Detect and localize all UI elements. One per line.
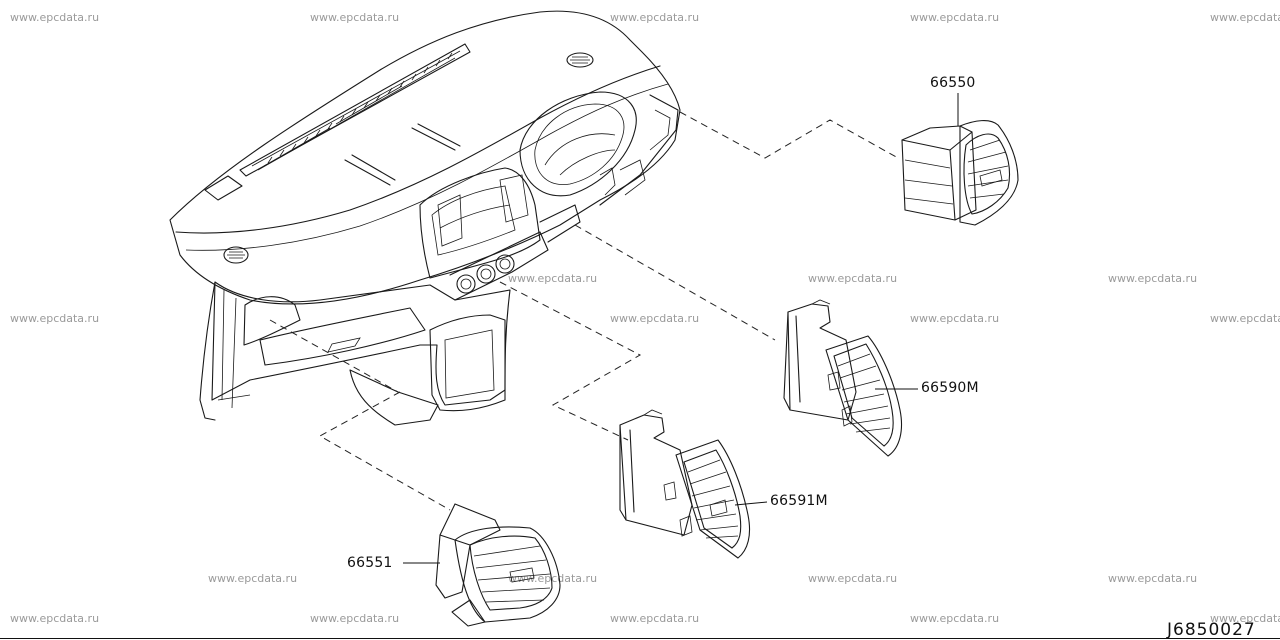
watermark: www.epcdata.ru bbox=[610, 312, 700, 325]
part-label-66550: 66550 bbox=[930, 75, 976, 91]
part-label-66590m: 66590M bbox=[921, 380, 979, 396]
watermark: www.epcdata.ru bbox=[910, 312, 1000, 325]
document-code: J6850027 bbox=[1167, 620, 1256, 640]
vent-66550-drawing bbox=[901, 120, 1019, 226]
watermark: www.epcdata.ru bbox=[310, 612, 400, 625]
vent-66590m-drawing bbox=[783, 299, 903, 457]
part-label-66551: 66551 bbox=[347, 555, 393, 571]
watermark: www.epcdata.ru bbox=[1210, 312, 1280, 325]
watermark: www.epcdata.ru bbox=[808, 572, 898, 585]
watermark: www.epcdata.ru bbox=[10, 11, 100, 24]
watermark: www.epcdata.ru bbox=[1210, 612, 1280, 625]
label-leader-lines bbox=[403, 93, 959, 564]
vent-66591m-drawing bbox=[619, 409, 751, 559]
watermark: www.epcdata.ru bbox=[310, 11, 400, 24]
watermark: www.epcdata.ru bbox=[610, 612, 700, 625]
watermark: www.epcdata.ru bbox=[910, 11, 1000, 24]
watermark: www.epcdata.ru bbox=[1108, 572, 1198, 585]
watermark: www.epcdata.ru bbox=[1108, 272, 1198, 285]
watermark: www.epcdata.ru bbox=[10, 612, 100, 625]
vent-66551-drawing bbox=[435, 503, 561, 627]
watermark: www.epcdata.ru bbox=[910, 612, 1000, 625]
watermark: www.epcdata.ru bbox=[10, 312, 100, 325]
watermark: www.epcdata.ru bbox=[610, 11, 700, 24]
watermark: www.epcdata.ru bbox=[1210, 11, 1280, 24]
dashed-leader-lines bbox=[269, 111, 899, 511]
part-label-66591m: 66591M bbox=[770, 493, 828, 509]
watermark: www.epcdata.ru bbox=[808, 272, 898, 285]
watermark: www.epcdata.ru bbox=[508, 272, 598, 285]
instrument-panel-drawing bbox=[169, 10, 681, 426]
watermark: www.epcdata.ru bbox=[208, 572, 298, 585]
